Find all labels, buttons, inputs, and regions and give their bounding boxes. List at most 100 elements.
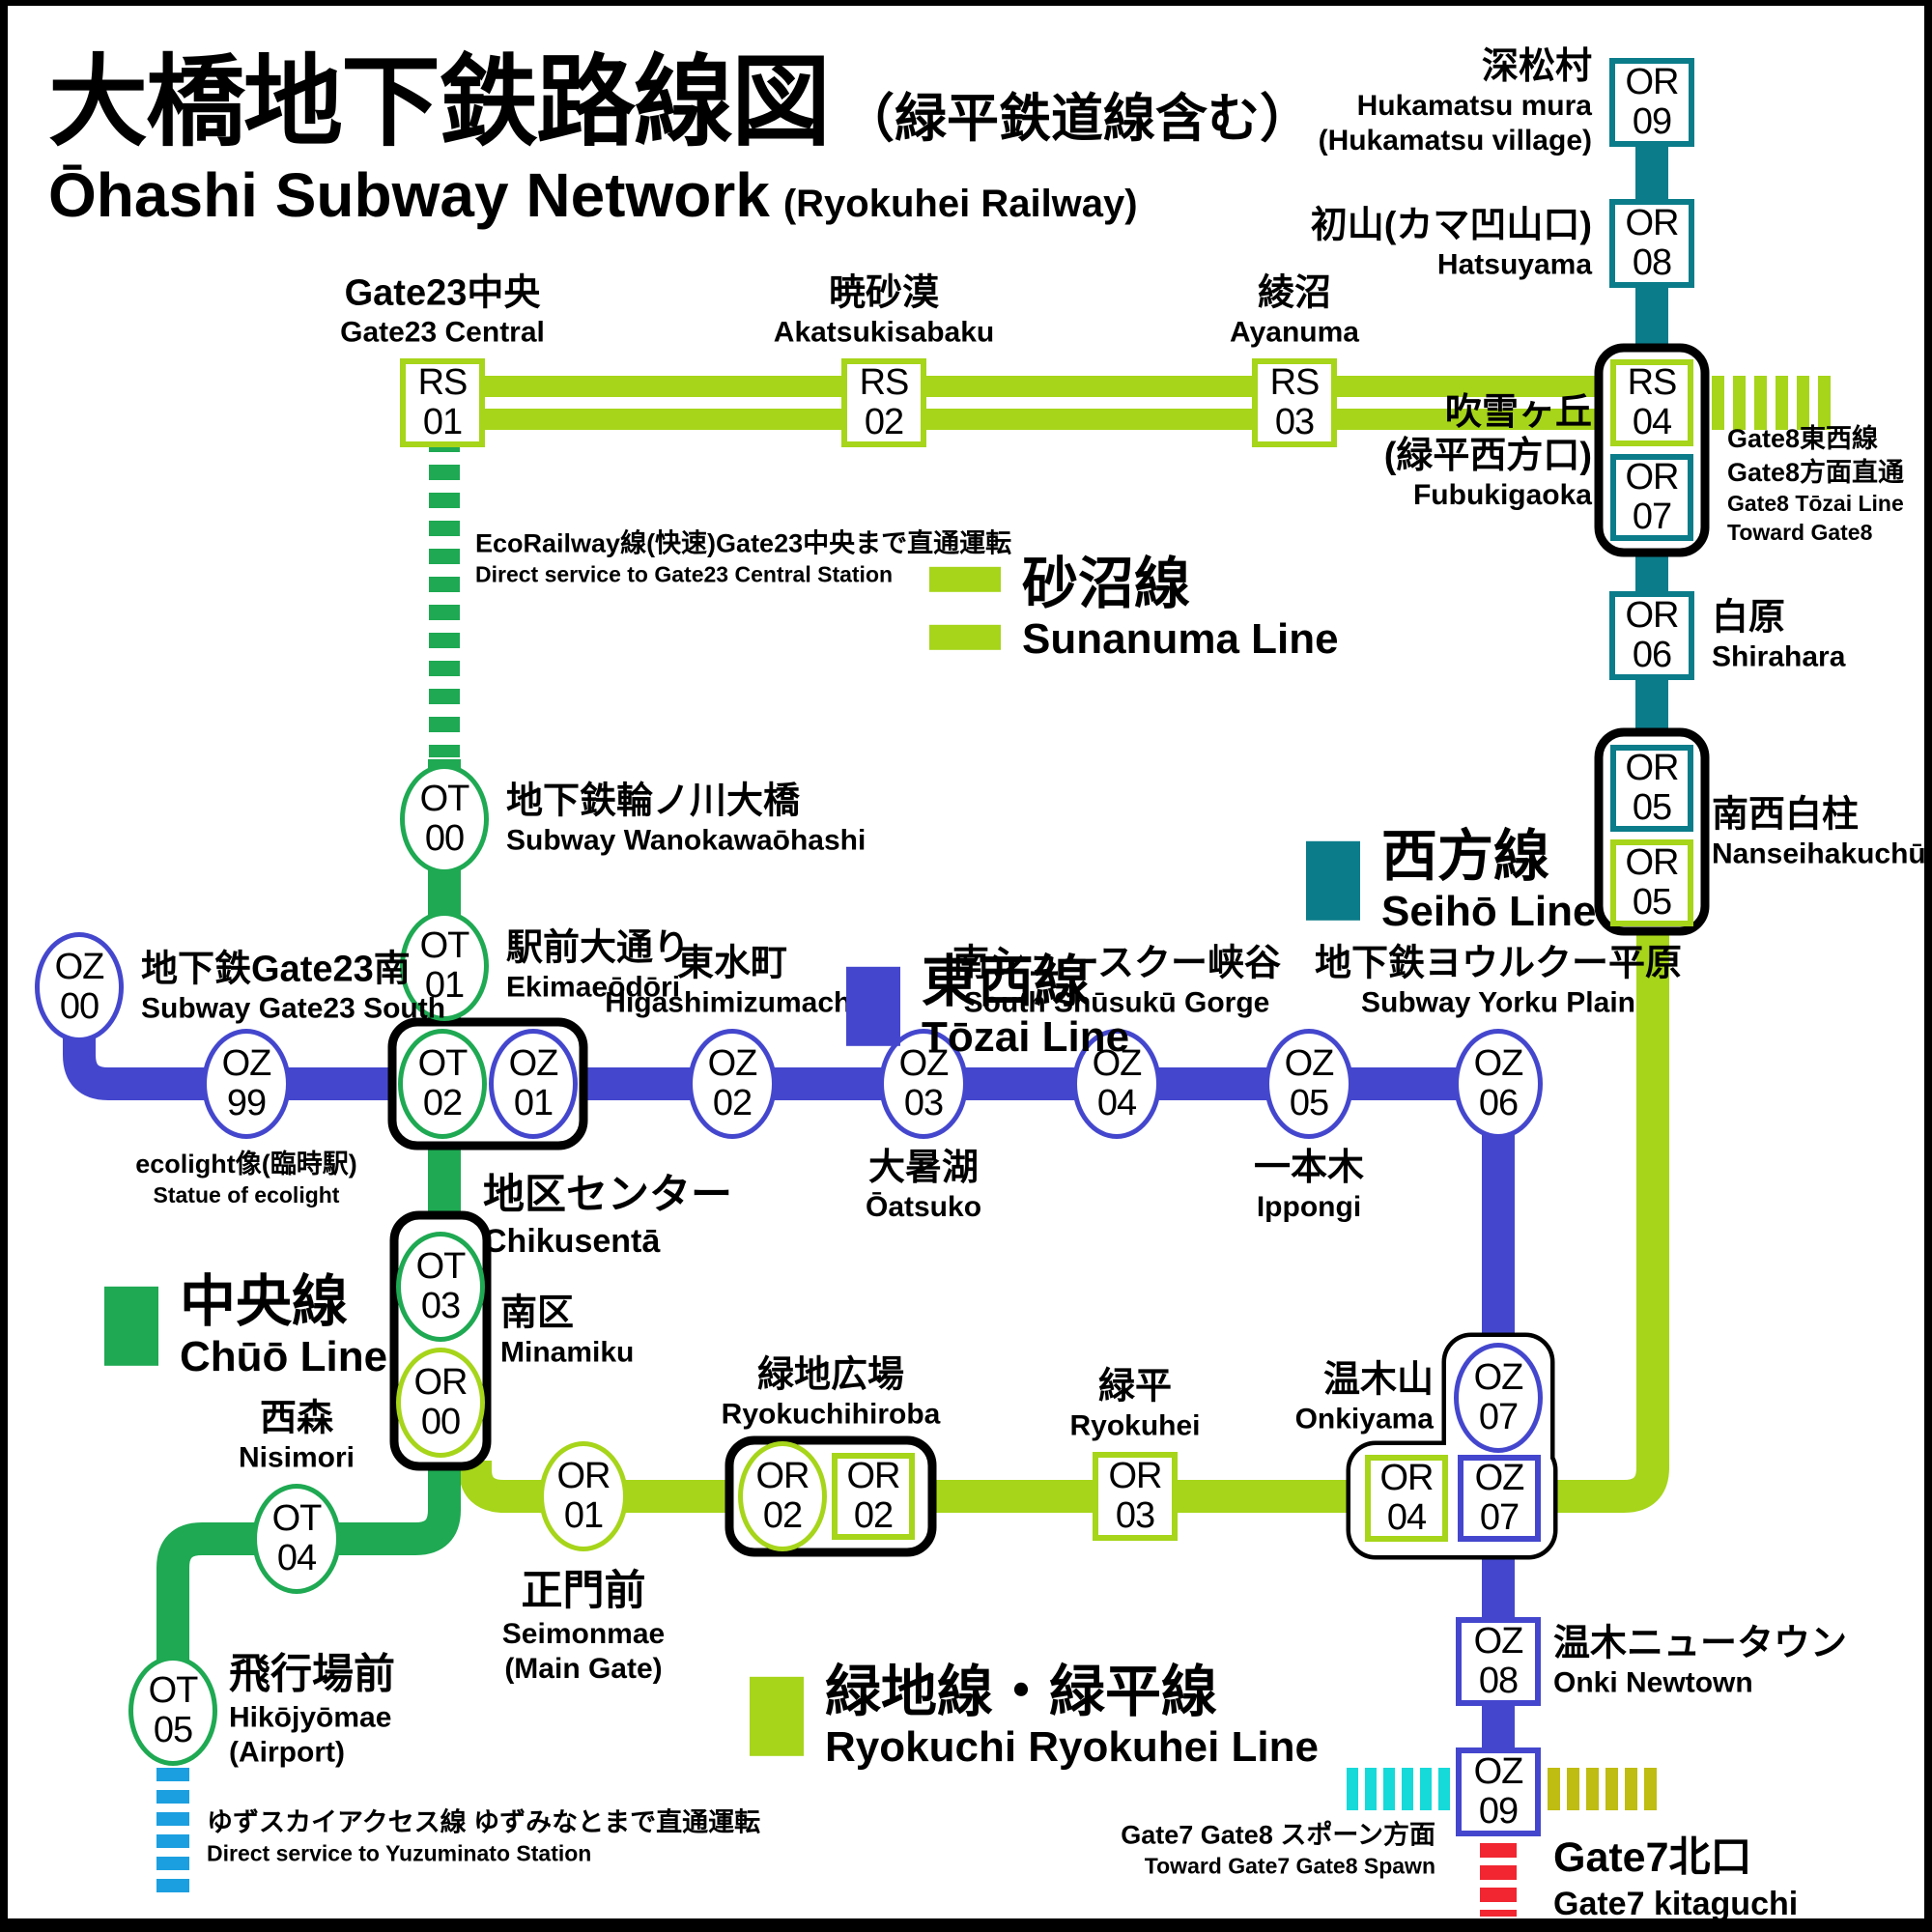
station-code-number: 08: [1478, 1661, 1519, 1701]
legend-sunanuma-jp: 砂沼線: [1022, 552, 1191, 615]
station-code-line: OZ: [898, 1043, 950, 1084]
label-gate23-south-line-0: 地下鉄Gate23南: [141, 949, 411, 990]
label-nisimori-line-0: 西森: [259, 1398, 333, 1439]
station-code-number: 02: [864, 402, 904, 442]
label-onkiyama-line-0: 温木山: [1322, 1359, 1434, 1401]
label-yorku-plain-line-0: 地下鉄ヨウルクー平原: [1314, 943, 1683, 984]
label-higashimizumachi-line-1: Higashimizumachi: [605, 986, 860, 1019]
label-fubukigaoka-line-1: (緑平西方口): [1383, 435, 1592, 476]
station-code-line: RS: [1269, 362, 1321, 403]
label-ecolight-line-0: ecolight像(臨時駅): [135, 1150, 357, 1179]
label-nisimori-line-1: Nisimori: [238, 1441, 355, 1474]
map-title: 大橋地下鉄路線図 （緑平鉄道線含む） Ōhashi Subway Network…: [48, 21, 1312, 231]
note-gate8-through-line-0: Gate8東西線: [1727, 424, 1879, 454]
station-code-number: 06: [1632, 635, 1672, 675]
label-wanokawaohashi-line-1: Subway Wanokawaōhashi: [506, 824, 867, 857]
label-yorku-plain-line-1: Subway Yorku Plain: [1361, 986, 1635, 1019]
station-code-number: 07: [1479, 1497, 1520, 1538]
note-gate8-through-line-2: Gate8 Tōzai Line: [1727, 491, 1904, 517]
station-code-line: OT: [419, 925, 470, 966]
station-code-line: OR: [1108, 1456, 1163, 1496]
station-code-line: OT: [148, 1670, 199, 1711]
station-code-number: 04: [1386, 1497, 1427, 1538]
label-ekimaeodori-line-0: 駅前大通り: [506, 927, 691, 969]
label-ekimaeodori-line-1: Ekimaeōdōri: [506, 971, 681, 1004]
label-gate7-kitaguchi-line-1: Gate7 kitaguchi: [1553, 1885, 1799, 1922]
label-hukamatsu-mura-line-2: (Hukamatsu village): [1318, 125, 1592, 157]
note-ecorailway-line-0: EcoRailway線(快速)Gate23中央まで直通運転: [475, 528, 1012, 558]
station-code-number: 03: [1115, 1495, 1155, 1536]
legend-ryokuchi-jp: 緑地線・緑平線: [825, 1660, 1218, 1723]
station-code-number: 08: [1632, 242, 1672, 283]
legend-tozai-jp: 東西線: [922, 950, 1091, 1013]
label-ryokuchihiroba-line-0: 緑地広場: [756, 1354, 905, 1396]
label-akatsukisabaku-line-1: Akatsukisabaku: [773, 316, 995, 349]
line-color-swatch: [929, 566, 1001, 592]
label-akatsukisabaku-line-0: 暁砂漠: [828, 272, 940, 314]
station-code-line: RS: [1627, 362, 1678, 403]
label-ryokuhei-line-1: Ryokuhei: [1069, 1409, 1201, 1442]
label-hukamatsu-mura-line-1: Hukamatsu mura: [1356, 89, 1592, 122]
station-code-line: OR: [1625, 62, 1680, 102]
station-code-line: RS: [859, 362, 910, 403]
label-nanseihakuchu-line-0: 南西白柱: [1712, 794, 1860, 836]
label-ayanuma-line-0: 綾沼: [1257, 272, 1331, 314]
station-code-number: 07: [1478, 1397, 1519, 1437]
label-hukamatsu-mura-line-0: 深松村: [1481, 45, 1592, 87]
label-hikojyomae-line-0: 飛行場前: [229, 1651, 395, 1698]
legend-chuo-jp: 中央線: [180, 1269, 349, 1333]
station-code-line: OZ: [1473, 1621, 1524, 1662]
station-code-line: OR: [1625, 748, 1680, 788]
label-fubukigaoka-line-2: Fubukigaoka: [1412, 478, 1592, 511]
legend-chuo-en: Chūō Line: [180, 1332, 388, 1380]
label-ryokuhei-line-0: 緑平: [1097, 1366, 1172, 1407]
legend-tozai-en: Tōzai Line: [922, 1012, 1130, 1061]
label-fubukigaoka: 吹雪ヶ丘(緑平西方口)Fubukigaoka: [1384, 391, 1592, 513]
map-frame-edge: [0, 0, 1932, 6]
station-code-number: 02: [853, 1495, 894, 1536]
station-code-line: OR: [755, 1456, 810, 1496]
label-hatsuyama-line-0: 初山(カマ凹山口): [1310, 205, 1592, 246]
station-code-line: OR: [1625, 842, 1680, 883]
station-code-line: OR: [556, 1456, 611, 1496]
label-minamiku-line-0: 南区: [500, 1293, 575, 1334]
station-code-number: 02: [762, 1495, 803, 1536]
station-code-line: OR: [846, 1456, 901, 1496]
station-code-number: 03: [420, 1286, 461, 1326]
label-minamiku-line-1: Minamiku: [500, 1336, 635, 1369]
station-code-number: 03: [903, 1083, 944, 1123]
station-code-line: OR: [1625, 203, 1680, 243]
